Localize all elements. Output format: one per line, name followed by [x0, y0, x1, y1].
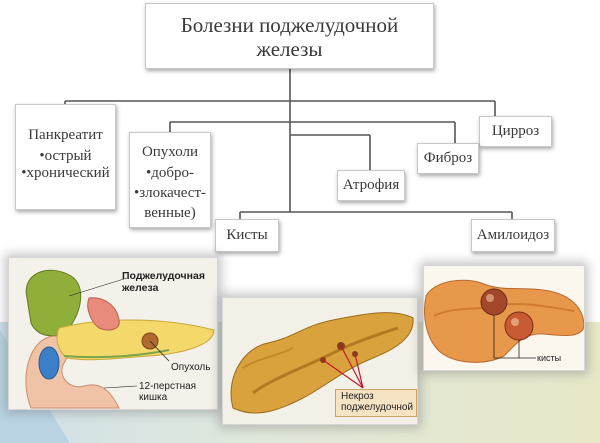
- pancreatitis-title: Панкреатит: [28, 127, 103, 143]
- necrosis-illustration: Некроз поджелудочной: [222, 297, 418, 425]
- node-tumors: Опухоли •добро- •злокачест- венные): [129, 132, 211, 228]
- pancreatitis-item-chronic: •хронический: [21, 165, 110, 181]
- necrosis-label-line1: Некроз: [341, 391, 374, 402]
- root-title-line1: Болезни поджелудочной: [180, 13, 399, 37]
- pancreatitis-item-acute: •острый: [39, 148, 92, 164]
- anatomy-title-line1: Поджелудочная: [122, 270, 205, 282]
- tumors-title: Опухоли: [141, 144, 199, 160]
- root-title-line2: железы: [256, 37, 323, 61]
- tumor-label: Опухоль: [171, 362, 211, 373]
- node-amyloidosis: Амилоидоз: [471, 219, 555, 252]
- necrosis-drawing: [230, 312, 414, 414]
- anatomy-illustration: Поджелудочная железа Опухоль 12-перстная…: [8, 257, 218, 410]
- necrosis-label-line2: поджелудочной: [341, 402, 414, 413]
- node-atrophy: Атрофия: [337, 170, 405, 201]
- cysts-illustration: кисты: [423, 265, 585, 371]
- node-fibrosis: Фиброз: [417, 143, 479, 174]
- root-node: Болезни поджелудочной железы: [145, 3, 434, 69]
- tumors-line-benign: •добро-: [145, 165, 194, 181]
- tumors-line-end: венные): [144, 205, 196, 221]
- pancreas-anatomy-drawing: [25, 269, 215, 409]
- duodenum-label-line1: 12-перстная: [139, 381, 197, 392]
- node-cirrhosis: Цирроз: [479, 116, 552, 147]
- node-cysts: Кисты: [215, 219, 279, 252]
- cysts-drawing: [424, 279, 584, 363]
- tumors-line-malignant: •злокачест-: [133, 185, 207, 201]
- cysts-label: кисты: [537, 353, 562, 363]
- duodenum-label-line2: кишка: [139, 392, 168, 403]
- node-pancreatitis: Панкреатит •острый •хронический: [15, 104, 116, 210]
- necrosis-label-box: [335, 389, 417, 417]
- anatomy-title-line2: железа: [122, 282, 159, 294]
- tree-connectors: [64, 68, 513, 220]
